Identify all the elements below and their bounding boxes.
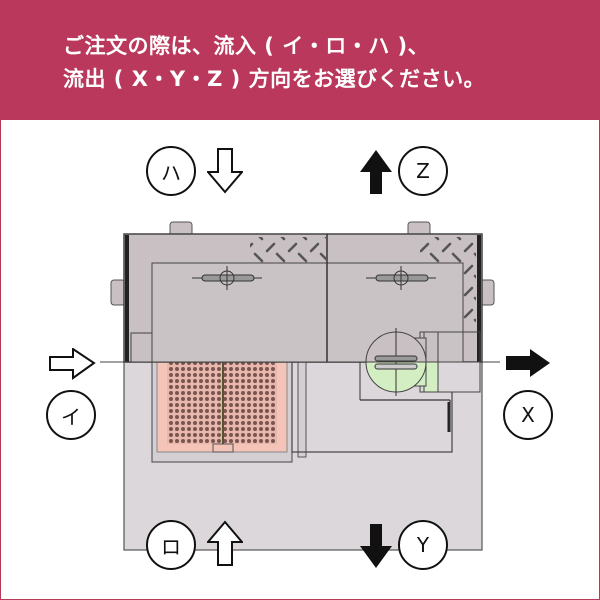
instruction-banner: ご注文の際は、流入 ( イ・ロ・ハ )、 流出 ( X・Y・Z ) 方向をお選び… (0, 0, 600, 120)
trap-lid (110, 221, 495, 363)
arrow-up-filled-icon (360, 150, 392, 194)
banner-line-2: 流出 ( X・Y・Z ) 方向をお選びください。 (63, 67, 486, 91)
strainer-basket (156, 361, 288, 453)
outflow-label-z[interactable]: Z (398, 146, 448, 196)
banner-line-1: ご注文の際は、流入 ( イ・ロ・ハ )、 (63, 34, 430, 58)
arrow-right-outline-icon (49, 348, 96, 380)
outflow-label-z-text: Z (416, 159, 430, 183)
banner-text: ご注文の際は、流入 ( イ・ロ・ハ )、 流出 ( X・Y・Z ) 方向をお選び… (63, 30, 485, 96)
inflow-label-ro-text: ロ (161, 534, 181, 559)
arrow-right-filled-icon (506, 349, 550, 377)
outlet-pipe (359, 328, 481, 432)
outflow-label-x[interactable]: X (503, 390, 553, 440)
outflow-label-x-text: X (521, 403, 535, 427)
arrow-up-outline-icon (207, 520, 243, 566)
inflow-label-ro[interactable]: ロ (146, 520, 196, 570)
inflow-label-i[interactable]: イ (46, 390, 96, 440)
inflow-label-ha-text: ハ (161, 160, 181, 185)
outflow-label-y-text: Y (416, 533, 430, 557)
inflow-label-i-text: イ (61, 404, 81, 429)
lid-handle-right (366, 266, 436, 290)
lid-handle-left (192, 266, 262, 290)
inflow-label-ha[interactable]: ハ (146, 146, 196, 196)
arrow-down-filled-icon (360, 524, 392, 568)
arrow-down-outline-icon (207, 148, 243, 194)
outflow-label-y[interactable]: Y (398, 520, 448, 570)
